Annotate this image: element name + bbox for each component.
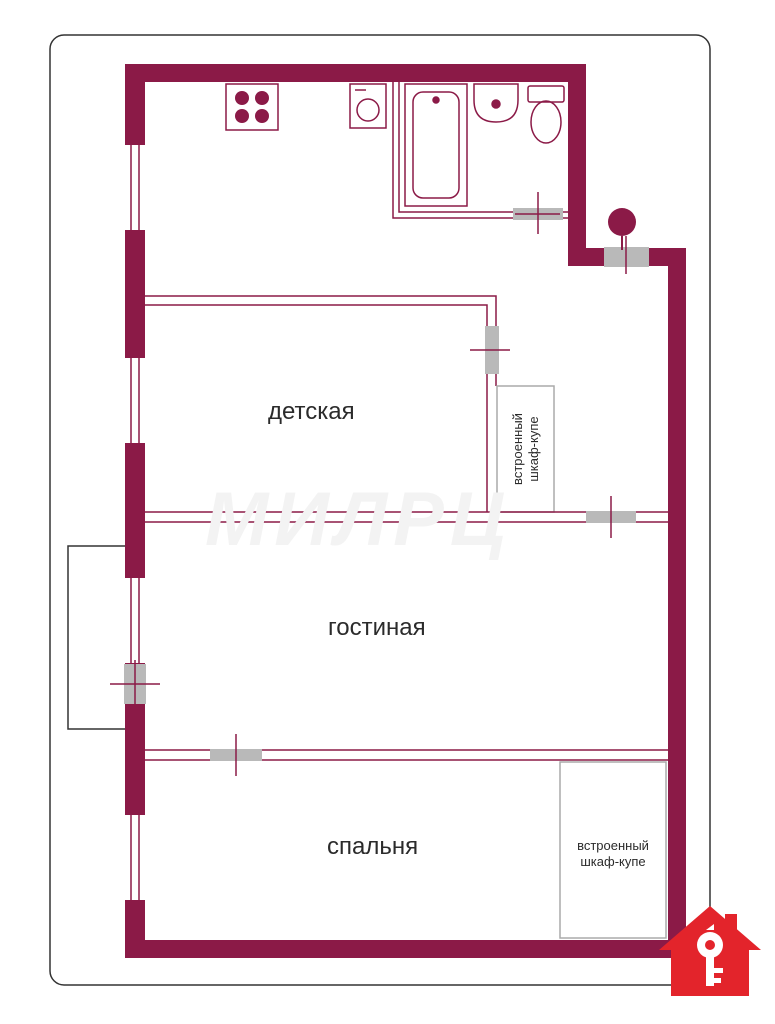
sink-icon <box>473 83 519 123</box>
bathtub-icon <box>404 83 468 207</box>
partition-wall <box>145 295 497 378</box>
plot-boundary <box>49 34 711 986</box>
door-icon <box>210 734 262 776</box>
room-label-living: гостиная <box>328 614 426 641</box>
door-icon <box>470 326 510 374</box>
washing-machine-icon <box>349 83 387 129</box>
entrance-door-icon <box>604 236 649 274</box>
closet-label-line: встроенный <box>510 413 525 485</box>
closet-label-bottom: встроенный шкаф-купе <box>563 838 663 870</box>
window-icon <box>125 145 145 230</box>
partition-wall <box>486 378 497 512</box>
window-icon <box>125 815 145 900</box>
toilet-icon <box>527 85 565 144</box>
stove-icon <box>225 83 279 131</box>
built-in-closet <box>559 761 667 939</box>
built-in-closet <box>496 385 555 513</box>
balcony <box>67 545 127 730</box>
riser-icon <box>608 208 636 250</box>
bathroom-partition <box>392 82 568 219</box>
window-icon <box>125 358 145 443</box>
room-label-bedroom: спальня <box>327 833 419 860</box>
closet-label-line: встроенный <box>577 838 649 853</box>
closet-label-line: шкаф-купе <box>526 416 541 482</box>
closet-label-line: шкаф-купе <box>580 854 646 869</box>
door-icon <box>586 496 636 538</box>
door-icon <box>513 192 563 234</box>
balcony-door-icon <box>110 660 160 708</box>
logo-house-key-icon <box>659 906 761 996</box>
partition-wall <box>145 511 668 523</box>
room-label-children: детская <box>268 398 355 425</box>
closet-label-top: встроенный шкаф-купе <box>510 399 542 499</box>
window-icon <box>125 578 145 663</box>
